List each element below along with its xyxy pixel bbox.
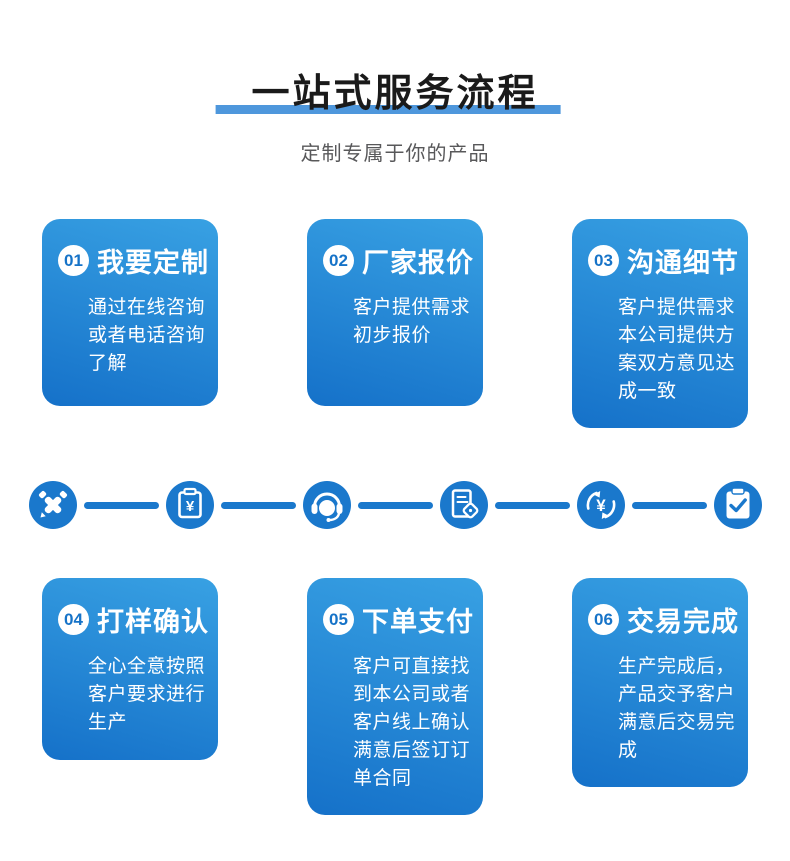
step-number-badge: 05: [323, 604, 354, 635]
payment-cycle-icon: ¥: [577, 481, 625, 529]
step-title: 下单支付: [362, 607, 474, 637]
card-head: 02 厂家报价: [323, 241, 473, 280]
order-tag-icon: [440, 481, 488, 529]
step-number-badge: 02: [323, 245, 354, 276]
flow-connector-line: [495, 501, 570, 509]
flow-connector-line: [221, 501, 296, 509]
step-number-badge: 01: [58, 245, 89, 276]
step-number-badge: 03: [588, 245, 619, 276]
step-card-03: 03 沟通细节 客户提供需求本公司提供方案双方意见达成一致: [572, 219, 748, 428]
step-description: 客户可直接找到本公司或者客户线上确认满意后签订订单合同: [353, 656, 471, 789]
step-description: 全心全意按照客户要求进行生产: [88, 656, 206, 733]
title-underline-bar: [215, 105, 561, 114]
step-card-02: 02 厂家报价 客户提供需求初步报价: [307, 219, 483, 406]
page-header: 一站式服务流程 定制专属于你的产品: [0, 0, 790, 166]
flow-connector-line: [632, 501, 707, 509]
process-flow-row: ¥: [0, 481, 790, 529]
step-card-01: 01 我要定制 通过在线咨询或者电话咨询了解: [42, 219, 218, 406]
flow-connector-line: [358, 501, 433, 509]
step-title: 沟通细节: [627, 248, 739, 278]
title-block: 一站式服务流程: [215, 72, 561, 116]
page-subtitle: 定制专属于你的产品: [300, 143, 490, 165]
design-pencil-icon: [29, 481, 77, 529]
price-list-icon: ¥: [166, 481, 214, 529]
card-head: 06 交易完成: [588, 600, 738, 639]
svg-text:¥: ¥: [186, 498, 195, 515]
card-head: 01 我要定制: [58, 241, 208, 280]
flow-connector-line: [84, 501, 159, 509]
step-description: 生产完成后，产品交予客户满意后交易完成: [618, 656, 736, 761]
step-title: 打样确认: [97, 607, 209, 637]
page-title: 一站式服务流程: [251, 73, 539, 115]
step-number-badge: 04: [58, 604, 89, 635]
card-head: 03 沟通细节: [588, 241, 738, 280]
customer-service-icon: [303, 481, 351, 529]
step-title: 交易完成: [627, 607, 739, 637]
steps-row-bottom: 04 打样确认 全心全意按照客户要求进行生产 05 下单支付 客户可直接找到本公…: [0, 578, 790, 815]
step-description: 客户提供需求初步报价: [353, 297, 471, 346]
deal-complete-icon: [714, 481, 762, 529]
step-card-06: 06 交易完成 生产完成后，产品交予客户满意后交易完成: [572, 578, 748, 787]
card-head: 05 下单支付: [323, 600, 473, 639]
step-description: 通过在线咨询或者电话咨询了解: [88, 297, 206, 374]
step-title: 厂家报价: [362, 248, 474, 278]
svg-text:¥: ¥: [596, 496, 606, 515]
card-head: 04 打样确认: [58, 600, 208, 639]
step-card-04: 04 打样确认 全心全意按照客户要求进行生产: [42, 578, 218, 760]
step-card-05: 05 下单支付 客户可直接找到本公司或者客户线上确认满意后签订订单合同: [307, 578, 483, 815]
step-description: 客户提供需求本公司提供方案双方意见达成一致: [618, 297, 736, 402]
step-number-badge: 06: [588, 604, 619, 635]
step-title: 我要定制: [97, 248, 209, 278]
steps-row-top: 01 我要定制 通过在线咨询或者电话咨询了解 02 厂家报价 客户提供需求初步报…: [0, 219, 790, 428]
